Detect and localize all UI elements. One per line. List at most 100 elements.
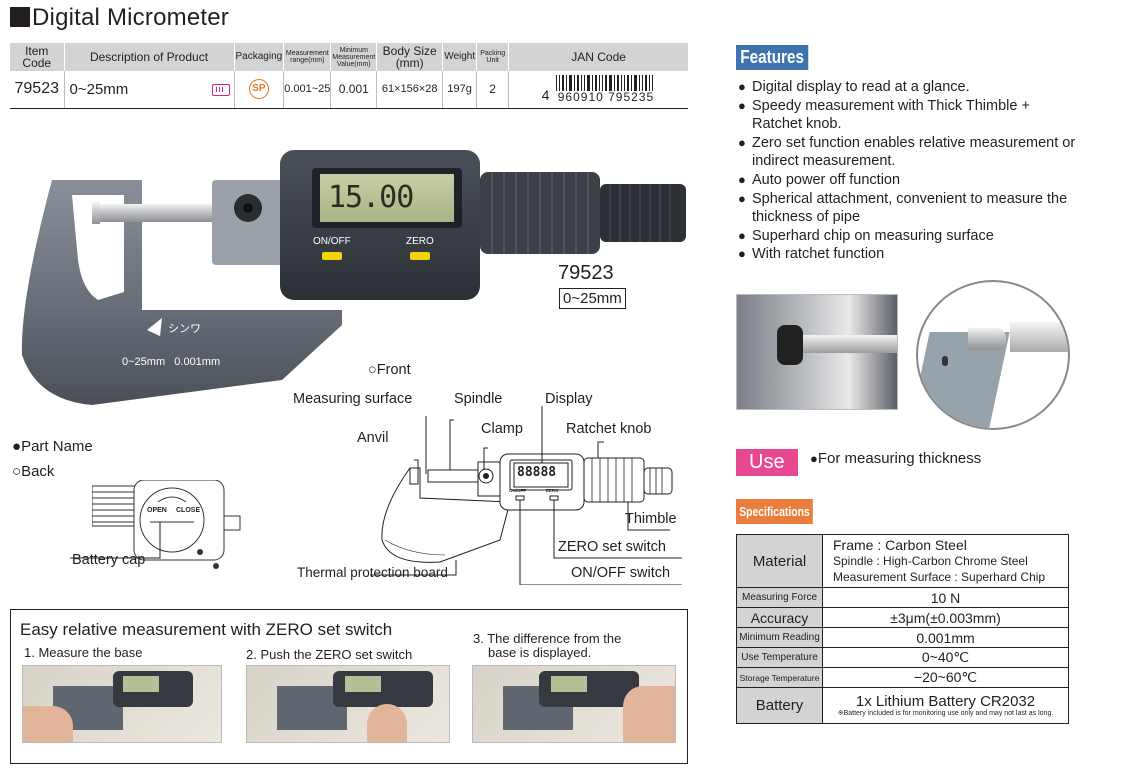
zero-set-title: Easy relative measurement with ZERO set … bbox=[20, 620, 393, 639]
cell-packaging: SP bbox=[233, 71, 284, 109]
product-row: 79523 0~25mm SP 0.001~25 0.001 61×156×28… bbox=[10, 71, 688, 109]
specifications-table: Material Frame : Carbon Steel Spindle : … bbox=[736, 534, 1069, 724]
back-label: ○Back bbox=[12, 463, 55, 480]
material-line-surface: Measurement Surface : Superhard Chip bbox=[833, 570, 1046, 584]
use-tag: Use bbox=[736, 449, 798, 476]
barcode-bars bbox=[556, 75, 655, 92]
product-number: 79523 bbox=[558, 262, 614, 284]
spec-label-storage-temperature: Storage Temperature bbox=[736, 667, 823, 688]
spec-label-measuring-force: Measuring Force bbox=[736, 587, 823, 608]
brand-logo-text: シンワ bbox=[168, 323, 201, 335]
step-3-photo bbox=[472, 665, 676, 743]
feature-item: Spherical attachment, convenient to meas… bbox=[738, 190, 1083, 227]
material-line-frame: Frame : Carbon Steel bbox=[833, 537, 967, 553]
front-label: ○Front bbox=[368, 362, 411, 378]
header-minimum-value: Minimum Measurement Value(mm) bbox=[330, 43, 377, 71]
zero-label: ZERO bbox=[406, 236, 434, 247]
step-1-label: 1. Measure the base bbox=[24, 645, 143, 660]
jan-barcode: 4 960910 795235 bbox=[509, 75, 688, 103]
header-jan-code: JAN Code bbox=[508, 43, 688, 71]
spindle-label: Spindle bbox=[454, 391, 503, 407]
jan-barcode-block: 960910 795235 bbox=[556, 75, 655, 103]
battery-cap-label: Battery cap bbox=[72, 552, 146, 568]
spec-value-storage-temperature: −20~60℃ bbox=[822, 667, 1069, 688]
battery-value: 1x Lithium Battery CR2032 bbox=[855, 693, 1036, 710]
feature-item: With ratchet function bbox=[738, 245, 1083, 264]
clamp-label: Clamp bbox=[481, 421, 523, 437]
spec-row: Accuracy ±3μm(±0.003mm) bbox=[736, 607, 1069, 628]
micrometer-main-image bbox=[21, 150, 686, 405]
step-2-label: 2. Push the ZERO set switch bbox=[246, 647, 413, 662]
features-tag: Features bbox=[736, 45, 809, 70]
title-square-icon bbox=[10, 7, 30, 27]
features-list: Digital display to read at a glance. Spe… bbox=[738, 78, 1083, 264]
spec-row-battery: Battery 1x Lithium Battery CR2032 ※Batte… bbox=[736, 687, 1069, 724]
use-text: For measuring thickness bbox=[810, 450, 981, 467]
header-measurement-range: Measurement range(mm) bbox=[283, 43, 331, 71]
header-packaging: Packaging bbox=[233, 43, 284, 71]
spec-row: Minimum Reading 0.001mm bbox=[736, 627, 1069, 648]
spec-value-measuring-force: 10 N bbox=[822, 587, 1069, 608]
feature-item: Zero set function enables relative measu… bbox=[738, 134, 1083, 171]
material-line-spindle: Spindle : High-Carbon Chrome Steel bbox=[833, 554, 1028, 568]
product-table-header: Item Code Description of Product Packagi… bbox=[10, 43, 688, 71]
back-close-label: CLOSE bbox=[176, 507, 201, 514]
feature-item: Digital display to read at a glance. bbox=[738, 78, 1083, 97]
spec-value-use-temperature: 0~40℃ bbox=[822, 647, 1069, 668]
header-weight: Weight bbox=[442, 43, 477, 71]
spec-value-minimum-reading: 0.001mm bbox=[822, 627, 1069, 648]
spherical-attachment-photo bbox=[916, 280, 1070, 430]
cell-description: 0~25mm bbox=[63, 71, 234, 109]
back-open-label: OPEN bbox=[147, 507, 167, 514]
jan-digits: 960910 795235 bbox=[557, 90, 655, 105]
body-range-text: 0~25mm 0.001mm bbox=[122, 356, 221, 368]
page-title: Digital Micrometer bbox=[10, 4, 229, 32]
spec-value-battery: 1x Lithium Battery CR2032 ※Battery inclu… bbox=[822, 687, 1069, 724]
feature-item: Speedy measurement with Thick Thimble + … bbox=[738, 97, 1083, 134]
cell-packing-unit: 2 bbox=[476, 71, 509, 109]
spec-row: Storage Temperature −20~60℃ bbox=[736, 667, 1069, 688]
spec-row: Use Temperature 0~40℃ bbox=[736, 647, 1069, 668]
feature-item: Auto power off function bbox=[738, 171, 1083, 190]
measuring-surface-label: Measuring surface bbox=[293, 391, 413, 407]
zero-set-switch-label: ZERO set switch bbox=[558, 539, 666, 555]
battery-note: ※Battery included is for monitoring use … bbox=[837, 710, 1054, 717]
spec-row: Measuring Force 10 N bbox=[736, 587, 1069, 608]
spec-value-accuracy: ±3μm(±0.003mm) bbox=[822, 607, 1069, 628]
battery-cap-leader bbox=[70, 522, 161, 559]
lcd-value: 15.00 bbox=[328, 180, 414, 215]
small-zero: ZERO bbox=[546, 488, 559, 493]
small-on-off: ON/OFF bbox=[509, 488, 526, 493]
header-body-size: Body Size (mm) bbox=[376, 43, 443, 71]
spec-label-use-temperature: Use Temperature bbox=[736, 647, 823, 668]
step-3-label-line1: 3. The difference from the bbox=[473, 631, 622, 646]
spec-label-accuracy: Accuracy bbox=[736, 607, 823, 628]
cell-measurement-range: 0.001~25 bbox=[283, 71, 331, 109]
description-text: 0~25mm bbox=[69, 80, 129, 98]
product-table: Item Code Description of Product Packagi… bbox=[10, 43, 688, 109]
spec-label-minimum-reading: Minimum Reading bbox=[736, 627, 823, 648]
cell-jan-code: 4 960910 795235 bbox=[508, 71, 688, 109]
feature-item: Superhard chip on measuring surface bbox=[738, 227, 1083, 246]
thimble-label: Thimble bbox=[625, 511, 677, 527]
header-item-code: Item Code bbox=[10, 43, 64, 71]
cell-minimum-value: 0.001 bbox=[330, 71, 377, 109]
ratchet-knob-label: Ratchet knob bbox=[566, 421, 652, 437]
part-name-label: ●Part Name bbox=[12, 438, 93, 455]
step-2-photo bbox=[246, 665, 450, 743]
header-packing-unit: Packing Unit bbox=[476, 43, 509, 71]
spec-label-battery: Battery bbox=[736, 687, 823, 724]
back-view-image bbox=[92, 480, 241, 569]
step-1-photo bbox=[22, 665, 222, 743]
header-description: Description of Product bbox=[63, 43, 234, 71]
product-range: 0~25mm bbox=[559, 288, 626, 309]
cell-body-size: 61×156×28 bbox=[376, 71, 443, 109]
thermal-protection-board-label: Thermal protection board bbox=[297, 565, 448, 580]
sp-badge: SP bbox=[248, 79, 269, 100]
package-box-icon bbox=[212, 83, 231, 96]
spec-row-material: Material Frame : Carbon Steel Spindle : … bbox=[736, 534, 1069, 588]
small-lcd-value: 88888 bbox=[517, 465, 557, 480]
cell-item-code: 79523 bbox=[10, 71, 64, 109]
zero-set-box bbox=[10, 609, 688, 764]
on-off-label: ON/OFF bbox=[313, 236, 351, 247]
